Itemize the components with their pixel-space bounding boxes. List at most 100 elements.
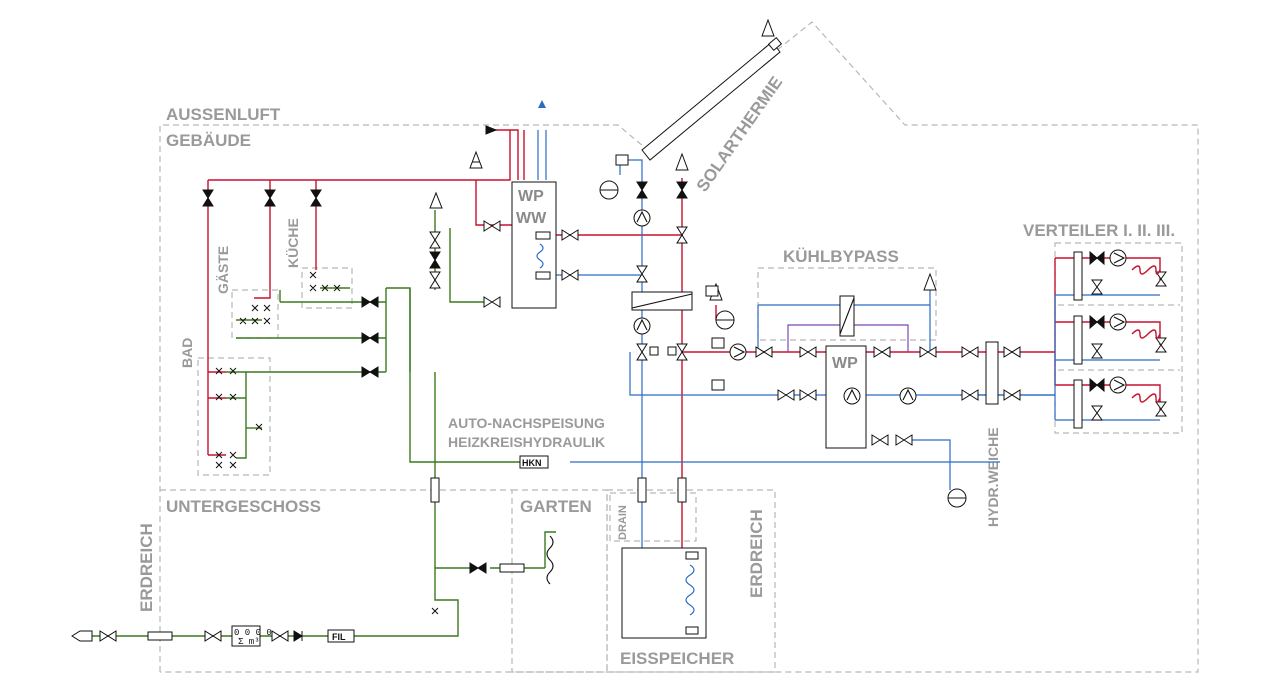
pump-icon <box>1109 376 1127 394</box>
sensor-box <box>711 379 725 391</box>
meter-top-label: 0 0 0 0 <box>234 628 272 638</box>
valve-icon <box>202 189 214 207</box>
label-verteiler: VERTEILER I. II. III. <box>1023 221 1175 240</box>
valve-icon <box>873 346 891 358</box>
pipe-sleeve <box>430 477 440 503</box>
valve-icon <box>310 189 322 207</box>
valve-icon <box>676 226 688 244</box>
valve-icon <box>1089 314 1105 330</box>
label-drain: DRAIN <box>617 505 629 540</box>
pipe-sleeve <box>499 563 525 573</box>
label-gebaeude: GEBÄUDE <box>166 131 251 150</box>
label-bad: BAD <box>179 338 195 368</box>
valve-icon <box>1091 343 1103 359</box>
valve-icon <box>636 181 648 199</box>
pump-icon <box>1109 313 1127 331</box>
air-vent-icon <box>923 272 937 291</box>
hose-icon <box>546 535 554 585</box>
valve-icon <box>99 630 117 642</box>
label-aussenluft: AUSSENLUFT <box>166 105 281 124</box>
valve-icon <box>429 251 441 269</box>
pump-icon <box>633 317 651 335</box>
pump-icon <box>729 343 747 361</box>
valve-icon <box>271 630 289 642</box>
sensor-box <box>711 337 725 349</box>
valve-icon <box>204 630 222 642</box>
valve-icon <box>483 296 501 308</box>
sensor-box <box>705 285 719 297</box>
wp-ww-label-top: WP <box>518 188 544 205</box>
check-valve-icon <box>293 630 303 642</box>
valve-icon <box>361 332 379 344</box>
wp-ww-label-bottom: WW <box>516 210 547 227</box>
filter-label: FIL <box>332 632 346 642</box>
valve-icon <box>895 434 913 446</box>
pipe-sleeve <box>677 477 687 503</box>
air-vent-icon <box>469 150 483 169</box>
valve-icon <box>676 343 688 361</box>
zone-outlines <box>159 21 1199 673</box>
wp-main-unit: WP <box>825 345 867 449</box>
label-hydr-weiche: HYDR.WEICHE <box>985 427 1001 527</box>
valve-icon <box>1003 389 1021 401</box>
hkn-label: HKN <box>522 458 542 468</box>
pipe-sleeve <box>147 631 173 641</box>
label-kuehlbypass: KÜHLBYPASS <box>783 247 899 266</box>
valve-icon <box>636 343 648 361</box>
kuehlbypass-zone <box>757 267 937 341</box>
valve-icon <box>1155 401 1167 417</box>
inline-components: HKN FIL 0 0 0 0 Σ m³ <box>71 154 725 647</box>
valve-icon <box>799 346 817 358</box>
valve-icon <box>676 181 688 199</box>
expansion-vessel-icon <box>599 180 619 200</box>
valve-icon <box>1089 377 1105 393</box>
valve-icon <box>1155 271 1167 287</box>
expansion-vessels <box>599 180 967 508</box>
valve-icon <box>1089 250 1105 266</box>
pump-icon <box>633 209 651 227</box>
valve-icon <box>871 434 889 446</box>
bad-zone <box>197 357 271 476</box>
label-untergeschoss: UNTERGESCHOSS <box>166 497 321 516</box>
valve-icon <box>361 366 379 378</box>
valve-icon <box>755 346 773 358</box>
valve-icon <box>919 346 937 358</box>
expansion-vessel-icon <box>947 488 967 508</box>
valve-icon <box>1003 346 1021 358</box>
tap-points <box>215 271 439 615</box>
hydraulic-separator <box>985 341 999 405</box>
wp-main-label: WP <box>832 355 858 372</box>
label-nachspeisung-1: AUTO-NACHSPEISUNG <box>448 415 605 431</box>
air-vent-icon <box>429 191 443 209</box>
valve-icon <box>264 189 276 207</box>
inlet-icon <box>71 630 93 642</box>
label-garten: GARTEN <box>520 497 592 516</box>
building-outline <box>159 21 1199 673</box>
valve-icon <box>561 229 579 241</box>
zone-labels: AUSSENLUFT GEBÄUDE UNTERGESCHOSS GARTEN … <box>137 73 1175 668</box>
valves <box>99 181 1167 642</box>
label-kueche: KÜCHE <box>285 218 301 268</box>
label-erdreich-right: ERDREICH <box>747 509 766 598</box>
expansion-vessel-icon <box>715 310 735 330</box>
hkn-box <box>519 455 549 469</box>
valve-icon <box>1091 279 1103 295</box>
verteiler-zone <box>1054 242 1183 434</box>
valve-icon <box>799 389 817 401</box>
pump-icon <box>899 387 917 405</box>
valve-icon <box>429 231 441 249</box>
fresh-water-piping <box>75 210 556 637</box>
meter-bottom-label: Σ m³ <box>238 637 260 647</box>
erdreich-zone-right <box>606 489 776 673</box>
valve-icon <box>1155 337 1167 353</box>
valve-icon <box>961 389 979 401</box>
heat-exchanger <box>631 291 855 337</box>
valve-icon <box>429 271 441 289</box>
air-vent-icon <box>675 152 689 171</box>
drain-zone <box>609 492 697 542</box>
label-gaeste: GÄSTE <box>215 246 231 294</box>
pumps <box>633 209 1127 405</box>
kueche-zone <box>301 267 353 309</box>
valve-icon <box>636 265 648 283</box>
